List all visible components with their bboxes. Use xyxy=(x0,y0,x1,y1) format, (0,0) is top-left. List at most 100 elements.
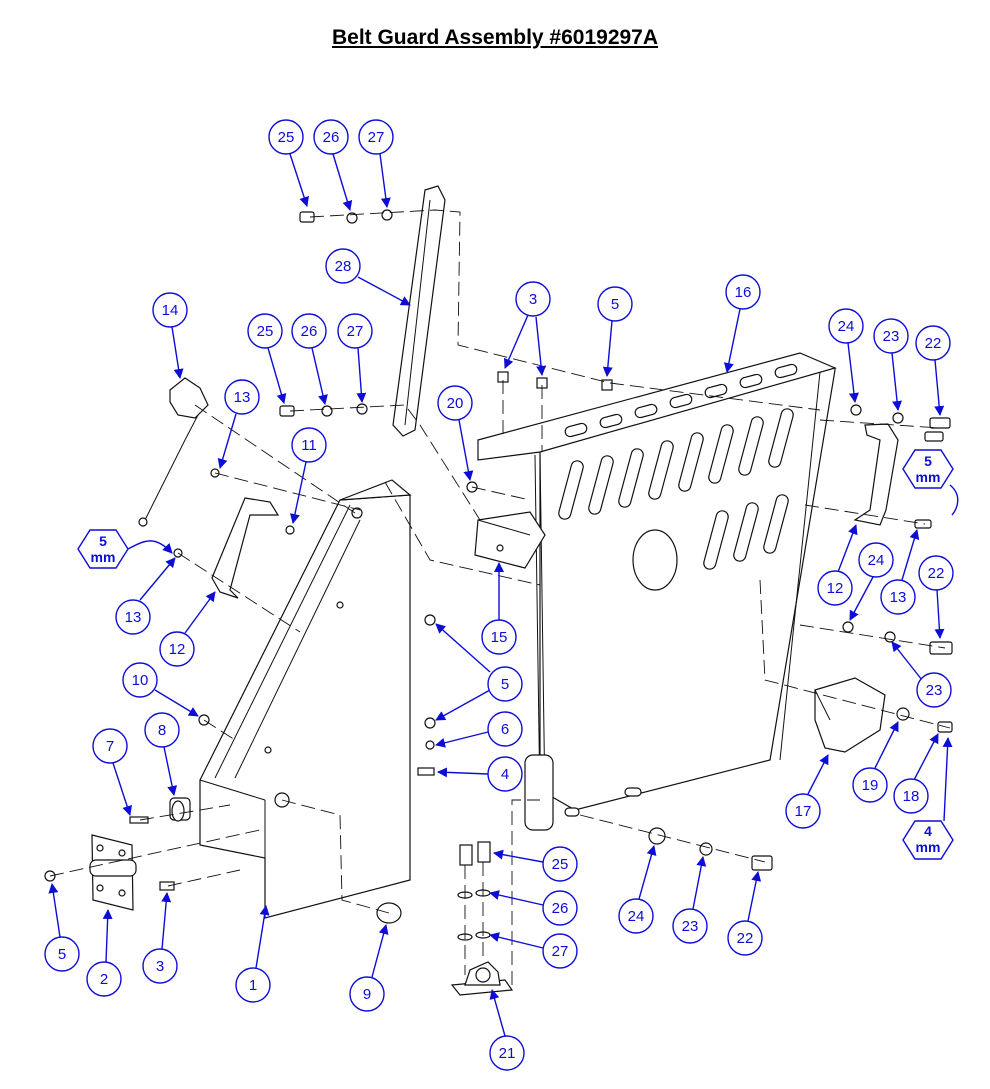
callout-15: 15 xyxy=(481,562,517,655)
svg-text:24: 24 xyxy=(838,318,855,335)
callout-1: 1 xyxy=(235,905,271,1003)
callout-24-bottom: 24 xyxy=(618,845,657,934)
callout-8: 8 xyxy=(144,712,180,796)
svg-text:25: 25 xyxy=(257,323,274,340)
callout-14: 14 xyxy=(152,292,188,379)
callout-10: 10 xyxy=(122,662,199,717)
callout-7: 7 xyxy=(92,728,132,816)
svg-text:1: 1 xyxy=(249,977,257,994)
callout-27-bottom: 27 xyxy=(489,932,578,969)
svg-text:2: 2 xyxy=(100,971,108,988)
svg-text:4: 4 xyxy=(501,766,509,783)
svg-text:23: 23 xyxy=(682,918,699,935)
callout-16: 16 xyxy=(723,274,761,373)
callout-12-right: 12 xyxy=(817,524,858,606)
svg-text:6: 6 xyxy=(501,721,509,738)
left-frame-plate xyxy=(199,479,412,919)
svg-text:27: 27 xyxy=(368,129,385,146)
svg-text:27: 27 xyxy=(552,943,569,960)
callout-26-mid: 26 xyxy=(291,313,328,405)
svg-text:22: 22 xyxy=(737,930,754,947)
page-title: Belt Guard Assembly #6019297A xyxy=(331,26,659,49)
bottom-mount xyxy=(450,961,514,996)
svg-text:11: 11 xyxy=(301,437,317,454)
callout-26-bottom: 26 xyxy=(489,890,578,926)
svg-text:13: 13 xyxy=(890,589,907,606)
svg-text:4: 4 xyxy=(924,823,932,839)
hinge xyxy=(89,834,137,911)
svg-text:25: 25 xyxy=(552,856,569,873)
callout-9: 9 xyxy=(349,924,389,1012)
svg-text:18: 18 xyxy=(903,788,920,805)
parts-drawing xyxy=(44,185,953,996)
callout-5-left: 5 xyxy=(44,883,80,972)
left-handle xyxy=(211,497,280,599)
callout-23-right-top: 23 xyxy=(873,318,909,411)
svg-text:23: 23 xyxy=(926,682,943,699)
svg-text:mm: mm xyxy=(91,549,116,565)
callout-25-bottom: 25 xyxy=(493,846,578,882)
svg-text:7: 7 xyxy=(106,738,114,755)
tool-badge-4mm: 4 mm xyxy=(902,737,954,860)
svg-text:8: 8 xyxy=(158,722,166,739)
callout-28: 28 xyxy=(325,248,411,306)
callout-25-mid: 25 xyxy=(247,313,287,404)
assembly-lines xyxy=(49,209,951,985)
svg-text:5: 5 xyxy=(501,676,509,693)
svg-text:9: 9 xyxy=(363,986,371,1003)
svg-text:19: 19 xyxy=(862,777,879,794)
callout-25-top: 25 xyxy=(268,119,309,207)
callout-23-bottom: 23 xyxy=(672,856,708,944)
tool-badge-5mm-right: 5 mm xyxy=(902,449,959,516)
callout-13-left-bottom: 13 xyxy=(115,557,176,635)
svg-text:25: 25 xyxy=(278,129,295,146)
svg-text:24: 24 xyxy=(868,552,885,569)
svg-text:22: 22 xyxy=(925,335,942,352)
callout-12-left: 12 xyxy=(159,591,216,667)
tool-badges: 5 mm 5 mm 4 mm xyxy=(77,449,959,860)
svg-text:24: 24 xyxy=(628,908,645,925)
svg-text:5: 5 xyxy=(99,533,107,549)
svg-text:17: 17 xyxy=(795,803,812,820)
svg-text:15: 15 xyxy=(491,629,508,646)
callout-17: 17 xyxy=(785,754,829,829)
callout-22-right-mid: 22 xyxy=(918,555,954,639)
callout-11: 11 xyxy=(289,427,327,524)
callout-3-top: 3 xyxy=(503,281,551,376)
callout-2: 2 xyxy=(86,909,122,997)
spacer xyxy=(169,797,191,822)
svg-text:mm: mm xyxy=(916,469,941,485)
svg-text:28: 28 xyxy=(335,258,352,275)
callout-23-right-mid: 23 xyxy=(891,641,952,708)
callout-22-bottom: 22 xyxy=(727,871,763,956)
callout-19: 19 xyxy=(852,721,899,803)
svg-text:22: 22 xyxy=(928,565,945,582)
svg-text:26: 26 xyxy=(323,129,340,146)
small-bracket xyxy=(474,511,546,569)
svg-text:14: 14 xyxy=(162,302,179,319)
callout-24-right-mid: 24 xyxy=(849,542,894,621)
svg-text:16: 16 xyxy=(735,284,752,301)
main-guard-panel xyxy=(477,352,837,831)
callout-22-right-top: 22 xyxy=(915,325,951,416)
svg-text:mm: mm xyxy=(916,839,941,855)
svg-text:26: 26 xyxy=(301,323,318,340)
callout-27-mid: 27 xyxy=(337,313,373,403)
tool-badge-5mm-left: 5 mm xyxy=(77,529,173,569)
svg-text:27: 27 xyxy=(347,323,364,340)
callout-13-left-top: 13 xyxy=(217,379,260,469)
callout-24-right-top: 24 xyxy=(828,308,864,403)
svg-text:26: 26 xyxy=(552,900,569,917)
svg-text:13: 13 xyxy=(125,609,142,626)
svg-text:23: 23 xyxy=(883,328,900,345)
svg-text:12: 12 xyxy=(169,641,186,658)
callout-5-top: 5 xyxy=(597,286,633,377)
callouts: 25 26 27 28 14 13 11 3 5 16 24 23 22 20 … xyxy=(44,119,954,1071)
callout-13-right: 13 xyxy=(880,529,920,615)
knob-with-chain xyxy=(138,377,209,527)
callout-5-mid: 5 xyxy=(435,623,523,721)
fasteners xyxy=(44,209,953,941)
vertical-bracket xyxy=(392,185,446,437)
callout-21: 21 xyxy=(489,989,525,1071)
pulley-cover xyxy=(814,677,886,753)
